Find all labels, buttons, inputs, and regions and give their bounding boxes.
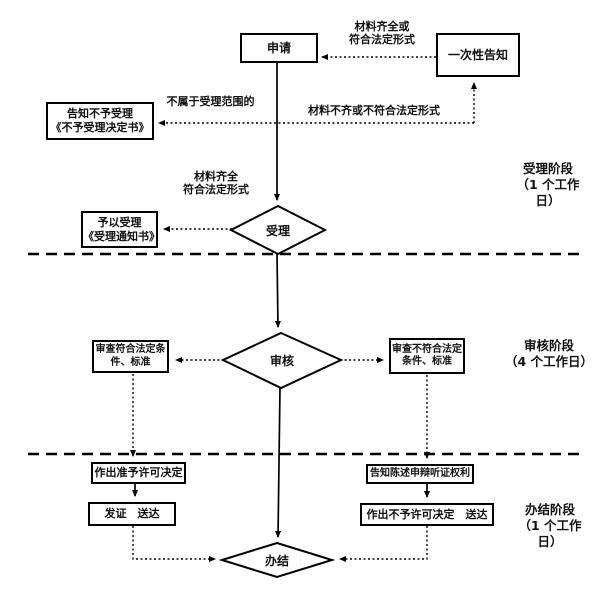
accept-diamond-shape (228, 204, 328, 256)
materials-complete-or-legal-label: 材料齐全或 符合法定形式 (349, 20, 415, 47)
review-pass-box: 审查符合法定条 件、标准 (92, 340, 169, 373)
one-time-notice-box: 一次性告知 (436, 33, 520, 77)
edge-accept-to-review (274, 253, 281, 328)
finish-diamond-shape (218, 541, 336, 579)
review-fail-box: 审查不符合法定 条件、标准 (389, 338, 465, 374)
materials-complete-legal-label: 材料齐全 符合法定形式 (183, 170, 249, 197)
grant-accept-box: 予以受理 《受理通知书》 (81, 211, 160, 248)
finish-stage-label: 办结阶段 （1 个工作 日） (518, 502, 582, 549)
edge-review-to-finish (275, 387, 282, 538)
edge-issue-to-finish (132, 526, 216, 562)
grant-decision-box: 作出准予许可决定 (91, 462, 186, 484)
issue-deliver-box: 发证 送达 (88, 502, 176, 526)
review-diamond-shape (220, 331, 344, 390)
inform-rights-box: 告知陈述申辩听证权利 (366, 464, 474, 484)
not-in-scope-label: 不属于受理范围的 (166, 95, 255, 108)
finish-diamond-label: 办结 (264, 554, 289, 568)
review-stage-label: 审核阶段 （4 个工作日） (504, 338, 594, 369)
review-diamond-label: 审核 (269, 354, 294, 368)
accept-stage-label: 受理阶段 （1 个工作 日） (516, 161, 580, 208)
deny-decision-box: 作出不予许可决定 送达 (360, 503, 494, 526)
apply-box: 申请 (240, 33, 318, 63)
accept-diamond-label: 受理 (265, 224, 290, 238)
materials-incomplete-label: 材料不齐或不符合法定形式 (308, 104, 440, 117)
edge-deny-to-finish (339, 526, 428, 562)
reject-notice-box: 告知不予受理 《不予受理决定书》 (46, 102, 154, 140)
